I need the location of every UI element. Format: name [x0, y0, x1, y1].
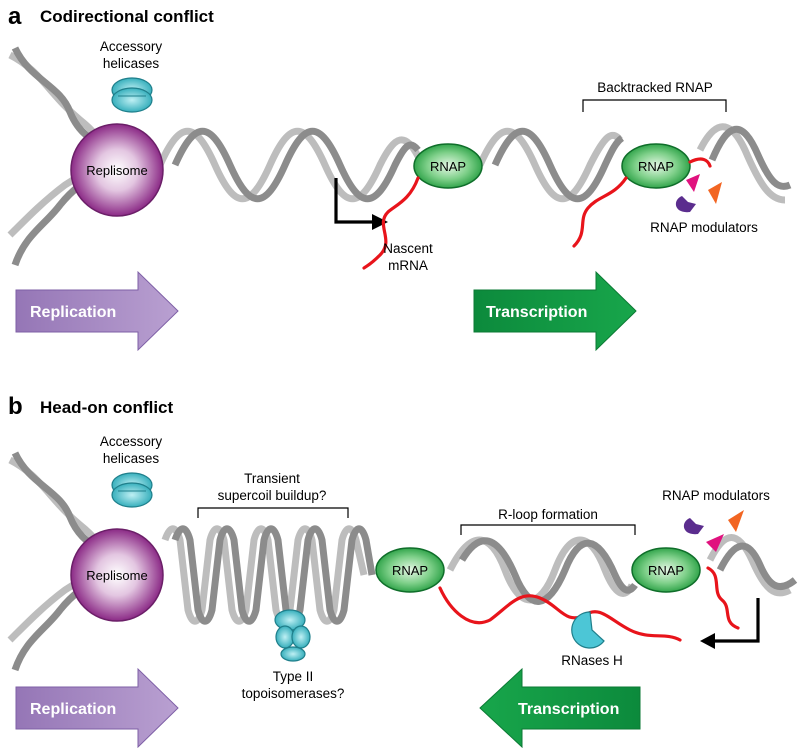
- replisome-label-b: Replisome: [86, 568, 147, 583]
- supercoil-label-1: Transient: [244, 471, 300, 486]
- panel-b-title: Head-on conflict: [40, 398, 174, 417]
- modulator-orange-b: [728, 510, 744, 532]
- accessory-helicases-label-a-1: Accessory: [100, 39, 163, 54]
- supercoil-label-2: supercoil buildup?: [218, 488, 327, 503]
- transcription-arrow-a: [473, 270, 637, 352]
- accessory-helicases-label-b-1: Accessory: [100, 434, 163, 449]
- replication-label-a: Replication: [30, 304, 116, 321]
- promoter-arrowhead-a: [372, 214, 388, 230]
- replisome-b: [70, 528, 164, 622]
- promoter-arrow-b: [712, 598, 760, 643]
- backtrack-rna-a: [688, 157, 712, 168]
- dna-duplex-a: [156, 123, 792, 204]
- rnases-h-label: RNases H: [561, 653, 623, 668]
- rnap-label-a-2: RNAP: [638, 159, 674, 174]
- panel-a-letter: a: [8, 3, 22, 30]
- replisome-label-a: Replisome: [86, 163, 147, 178]
- panel-b-letter: b: [8, 393, 23, 420]
- transcription-label-b: Transcription: [518, 701, 619, 718]
- supercoil-bracket: [197, 507, 349, 518]
- promoter-arrow-a: [334, 178, 375, 224]
- type2-label-1: Type II: [273, 669, 314, 684]
- backtracked-bracket: [582, 99, 727, 112]
- rnap-b-2: [631, 547, 701, 593]
- panel-b: b Head-on conflict Transient supercoil b…: [7, 393, 798, 748]
- modulator-orange-a: [708, 182, 722, 204]
- replisome-a: [70, 123, 164, 217]
- mrna-a-2: [572, 176, 628, 248]
- rnase-h-icon: [571, 611, 605, 649]
- rnap-label-b-2: RNAP: [648, 563, 684, 578]
- promoter-arrowhead-b: [700, 633, 715, 649]
- modulator-magenta-b: [706, 534, 724, 552]
- rnap-modulators-label-b: RNAP modulators: [662, 488, 770, 503]
- rloop-dna: [446, 536, 638, 605]
- rnap-b-1: [375, 547, 445, 593]
- type2-label-2: topoisomerases?: [242, 686, 345, 701]
- replication-arrow-b: [15, 667, 179, 748]
- mrna-b-2: [706, 566, 740, 630]
- rloop-label: R-loop formation: [498, 507, 598, 522]
- nascent-mrna-label-1: Nascent: [383, 241, 433, 256]
- panel-a: a Codirectional conflict Accessory helic…: [7, 3, 792, 352]
- modulator-purple-a: [675, 196, 696, 213]
- panel-a-title: Codirectional conflict: [40, 7, 214, 26]
- transcription-arrow-b: [479, 667, 641, 748]
- dna-right-b: [706, 534, 798, 597]
- helicase-a: [111, 77, 153, 113]
- replication-label-b: Replication: [30, 701, 116, 718]
- rnap-modulators-label-a: RNAP modulators: [650, 220, 758, 235]
- accessory-helicases-label-b-2: helicases: [103, 451, 160, 466]
- rloop-rna: [438, 586, 682, 642]
- replication-arrow-a: [15, 270, 179, 352]
- modulator-magenta-a: [686, 174, 700, 192]
- rnap-a-1: [413, 143, 483, 189]
- rnap-a-2: [621, 143, 691, 189]
- rloop-bracket: [460, 524, 636, 535]
- accessory-helicases-label-a-2: helicases: [103, 56, 160, 71]
- helicase-b: [111, 472, 153, 508]
- backtracked-rnap-label: Backtracked RNAP: [597, 80, 713, 95]
- nascent-mrna-label-2: mRNA: [388, 258, 428, 273]
- topoisomerase-icon: [274, 609, 311, 662]
- transcription-label-a: Transcription: [486, 304, 587, 321]
- rnap-label-b-1: RNAP: [392, 563, 428, 578]
- nascent-mrna-a: [362, 176, 420, 270]
- modulator-purple-b: [683, 518, 704, 535]
- supercoil-dna: [161, 525, 376, 625]
- rnap-label-a-1: RNAP: [430, 159, 466, 174]
